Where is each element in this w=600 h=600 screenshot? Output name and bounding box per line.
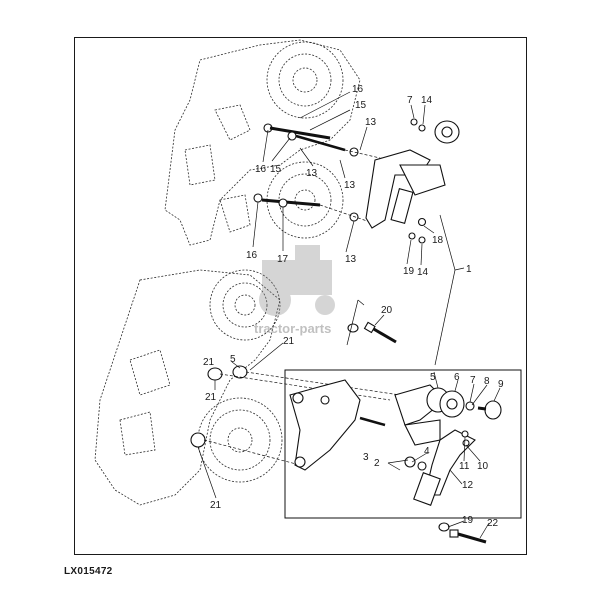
callout-21-b: 21	[203, 357, 215, 368]
callout-13-a: 13	[306, 168, 318, 179]
callout-1: 1	[466, 264, 472, 275]
callout-7-top: 7	[407, 95, 413, 106]
callout-6: 6	[454, 372, 460, 383]
watermark-text: tractor-parts	[254, 321, 332, 336]
callout-4: 4	[424, 446, 430, 457]
callout-15-top: 15	[355, 100, 367, 111]
callout-18: 18	[432, 235, 444, 246]
callout-13-c: 13	[344, 180, 356, 191]
callout-3: 3	[363, 452, 369, 463]
callout-19-bottom: 19	[462, 515, 474, 526]
callout-14-top: 14	[421, 95, 433, 106]
callout-5-left: 5	[230, 354, 236, 365]
detail-inset-box	[284, 369, 522, 519]
callout-15-mid: 15	[270, 164, 282, 175]
figure-id: LX015472	[64, 566, 113, 577]
callout-7-right: 7	[470, 375, 476, 386]
bolt-20	[347, 321, 397, 344]
leader-lines	[197, 91, 501, 539]
callout-20: 20	[381, 305, 393, 316]
callout-labels: 16 15 16 15 13 13 13 16 17 13 7 14 18 19…	[203, 84, 504, 529]
diagram-frame	[74, 37, 527, 555]
callout-13-d: 13	[345, 254, 357, 265]
lower-engine-outline	[94, 269, 283, 506]
callout-16-top: 16	[352, 84, 364, 95]
callout-16-mid: 16	[255, 164, 267, 175]
lower-tensioner-assembly	[289, 379, 502, 506]
callout-21-d: 21	[210, 500, 222, 511]
callout-21-a: 21	[283, 336, 295, 347]
callout-17: 17	[277, 254, 289, 265]
watermark-logo	[259, 245, 335, 316]
lower-washers	[190, 365, 401, 466]
callout-19-top: 19	[403, 266, 415, 277]
callout-13-b: 13	[365, 117, 377, 128]
callout-5-right: 5	[430, 372, 436, 383]
callout-8: 8	[484, 376, 490, 387]
callout-2: 2	[374, 458, 380, 469]
callout-9: 9	[498, 379, 504, 390]
callout-12: 12	[462, 480, 474, 491]
callout-16-low: 16	[246, 250, 258, 261]
callout-10: 10	[477, 461, 489, 472]
upper-tensioner-assembly	[365, 118, 460, 244]
callout-14-mid: 14	[417, 267, 429, 278]
callout-22: 22	[487, 518, 499, 529]
upper-engine-outline	[164, 39, 361, 246]
callout-11: 11	[459, 461, 470, 472]
bolt-22-washer-19	[438, 522, 487, 544]
callout-21-c: 21	[205, 392, 217, 403]
